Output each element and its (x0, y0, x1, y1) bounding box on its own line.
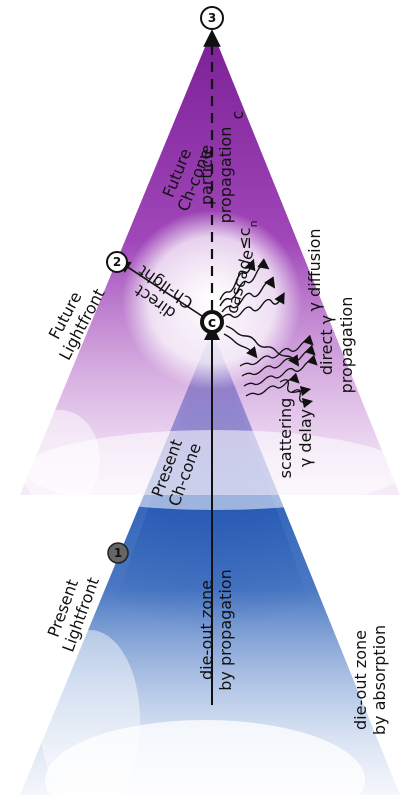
svg-text:c: c (228, 111, 247, 120)
scattering-gamma-delay-label: scattering γ delay (276, 398, 315, 479)
svg-text:scattering: scattering (276, 398, 295, 479)
cascade-wavy-arrows (219, 258, 285, 319)
marker-3: 3 (200, 6, 224, 30)
direct-gamma-propagation-label: direct γ propagation (317, 297, 356, 394)
marker-c: c (200, 310, 224, 334)
svg-text:direct γ: direct γ (317, 315, 336, 375)
marker-2-label: 2 (113, 255, 121, 269)
particle-propagation-label: particle propagation (197, 127, 235, 224)
svg-text:particle: particle (197, 145, 216, 205)
svg-text:die-out zone: die-out zone (351, 630, 370, 730)
marker-2: 2 (106, 251, 128, 273)
marker-c-label: c (208, 315, 216, 331)
gamma-diffusion-label: γ diffusion (305, 228, 324, 311)
svg-text:γ delay: γ delay (296, 409, 315, 467)
svg-text:by absorption: by absorption (370, 625, 389, 735)
gamma-diffusion-wavy-arrows (223, 325, 300, 367)
svg-text:propagation: propagation (337, 297, 356, 394)
le-cn-label: ≤cn (235, 220, 260, 249)
marker-1-label: 1 (114, 546, 122, 560)
direct-ch-light-arrow (117, 260, 206, 319)
future-ch-cone-label: Future Ch-cone (159, 146, 216, 214)
direct-gamma-wavy-arrows (239, 334, 318, 397)
svg-text:γ diffusion: γ diffusion (305, 228, 324, 311)
dieout-absorption-label: die-out zone by absorption (351, 625, 389, 735)
svg-text:by propagation: by propagation (216, 569, 235, 690)
scattering-curly-arrows (279, 379, 314, 409)
svg-text:die-out zone: die-out zone (197, 580, 216, 680)
dieout-propagation-label: die-out zone by propagation (197, 569, 235, 690)
svg-text:propagation: propagation (216, 127, 235, 224)
svg-text:≤cn: ≤cn (235, 220, 260, 249)
speed-c-label: c (228, 111, 247, 120)
marker-3-label: 3 (208, 11, 216, 25)
marker-1: 1 (107, 542, 129, 564)
